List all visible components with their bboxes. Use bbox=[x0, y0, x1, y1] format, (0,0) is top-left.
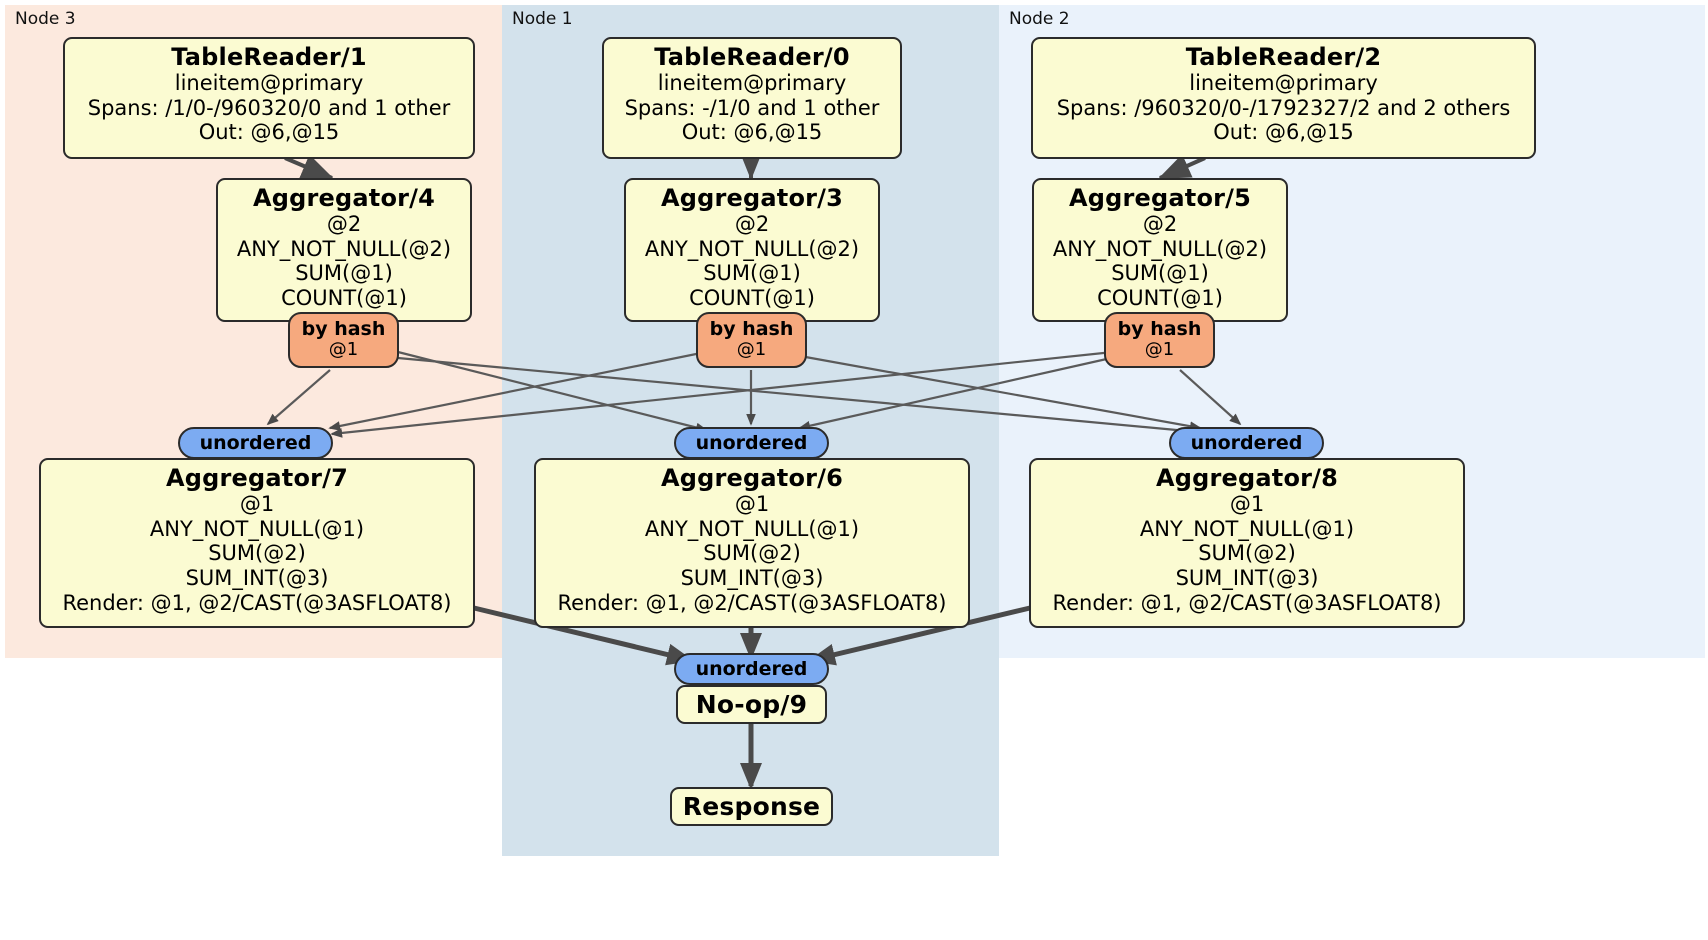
box-line: ANY_NOT_NULL(@2) bbox=[1052, 236, 1268, 261]
badge-hash-router-center[interactable]: by hash @1 bbox=[696, 312, 807, 368]
box-line: @2 bbox=[1142, 211, 1178, 236]
box-line: SUM_INT(@3) bbox=[680, 566, 824, 591]
box-line: SUM(@1) bbox=[1111, 261, 1209, 286]
box-title: Aggregator/7 bbox=[165, 464, 349, 492]
badge-detail: @1 bbox=[1144, 339, 1175, 361]
box-aggregator-7[interactable]: Aggregator/7 @1 ANY_NOT_NULL(@1) SUM(@2)… bbox=[39, 458, 475, 628]
box-line: COUNT(@1) bbox=[281, 286, 407, 311]
box-aggregator-8[interactable]: Aggregator/8 @1 ANY_NOT_NULL(@1) SUM(@2)… bbox=[1029, 458, 1465, 628]
box-noop-9[interactable]: No-op/9 bbox=[676, 685, 827, 724]
badge-label: by hash bbox=[709, 318, 794, 341]
badge-detail: @1 bbox=[328, 339, 359, 361]
badge-unordered-final[interactable]: unordered bbox=[674, 653, 829, 685]
badge-label: unordered bbox=[1190, 431, 1303, 454]
badge-label: unordered bbox=[199, 431, 312, 454]
box-tablereader-2[interactable]: TableReader/2 lineitem@primary Spans: /9… bbox=[1031, 37, 1536, 159]
box-aggregator-4[interactable]: Aggregator/4 @2 ANY_NOT_NULL(@2) SUM(@1)… bbox=[216, 178, 472, 322]
box-line: ANY_NOT_NULL(@1) bbox=[1139, 516, 1355, 541]
box-line: lineitem@primary bbox=[657, 70, 847, 95]
box-line: Out: @6,@15 bbox=[1213, 120, 1354, 145]
box-line: Spans: /960320/0-/1792327/2 and 2 others bbox=[1056, 95, 1511, 120]
box-line: SUM(@2) bbox=[208, 541, 306, 566]
box-title: Aggregator/8 bbox=[1155, 464, 1339, 492]
badge-label: by hash bbox=[301, 318, 386, 341]
box-aggregator-6[interactable]: Aggregator/6 @1 ANY_NOT_NULL(@1) SUM(@2)… bbox=[534, 458, 970, 628]
badge-label: by hash bbox=[1117, 318, 1202, 341]
box-aggregator-3[interactable]: Aggregator/3 @2 ANY_NOT_NULL(@2) SUM(@1)… bbox=[624, 178, 880, 322]
box-line: ANY_NOT_NULL(@1) bbox=[149, 516, 365, 541]
box-line: @1 bbox=[1229, 491, 1265, 516]
box-line: COUNT(@1) bbox=[689, 286, 815, 311]
box-line: lineitem@primary bbox=[174, 70, 364, 95]
box-line: @1 bbox=[734, 491, 770, 516]
node-panel-label-node2: Node 2 bbox=[1009, 9, 1070, 29]
box-line: ANY_NOT_NULL(@2) bbox=[236, 236, 452, 261]
badge-detail: @1 bbox=[736, 339, 767, 361]
box-line: ANY_NOT_NULL(@1) bbox=[644, 516, 860, 541]
box-aggregator-5[interactable]: Aggregator/5 @2 ANY_NOT_NULL(@2) SUM(@1)… bbox=[1032, 178, 1288, 322]
box-line: SUM(@1) bbox=[295, 261, 393, 286]
box-line: Render: @1, @2/CAST(@3ASFLOAT8) bbox=[62, 590, 452, 615]
box-line: COUNT(@1) bbox=[1097, 286, 1223, 311]
box-line: SUM(@2) bbox=[703, 541, 801, 566]
box-line: ANY_NOT_NULL(@2) bbox=[644, 236, 860, 261]
box-line: Render: @1, @2/CAST(@3ASFLOAT8) bbox=[557, 590, 947, 615]
box-line: SUM(@1) bbox=[703, 261, 801, 286]
badge-unordered-right[interactable]: unordered bbox=[1169, 427, 1324, 459]
badge-unordered-center[interactable]: unordered bbox=[674, 427, 829, 459]
box-line: Out: @6,@15 bbox=[681, 120, 823, 145]
badge-label: unordered bbox=[695, 657, 808, 680]
box-line: @2 bbox=[326, 211, 362, 236]
node-panel-label-node1: Node 1 bbox=[512, 9, 573, 29]
box-line: SUM_INT(@3) bbox=[1175, 566, 1319, 591]
box-tablereader-0[interactable]: TableReader/0 lineitem@primary Spans: -/… bbox=[602, 37, 902, 159]
badge-hash-router-right[interactable]: by hash @1 bbox=[1104, 312, 1215, 368]
box-title: TableReader/2 bbox=[1185, 43, 1382, 71]
node-panel-label-node3: Node 3 bbox=[15, 9, 76, 29]
box-title: Aggregator/3 bbox=[660, 184, 844, 212]
box-line: SUM_INT(@3) bbox=[185, 566, 329, 591]
box-line: Spans: -/1/0 and 1 other bbox=[624, 95, 880, 120]
box-tablereader-1[interactable]: TableReader/1 lineitem@primary Spans: /1… bbox=[63, 37, 475, 159]
box-title: Aggregator/4 bbox=[252, 184, 436, 212]
box-title: Response bbox=[682, 791, 821, 821]
box-line: Out: @6,@15 bbox=[198, 120, 340, 145]
box-line: @2 bbox=[734, 211, 770, 236]
box-title: TableReader/1 bbox=[171, 43, 367, 71]
badge-label: unordered bbox=[695, 431, 808, 454]
badge-hash-router-left[interactable]: by hash @1 bbox=[288, 312, 399, 368]
box-title: Aggregator/6 bbox=[660, 464, 844, 492]
box-response[interactable]: Response bbox=[670, 787, 833, 826]
box-line: @1 bbox=[239, 491, 275, 516]
box-title: No-op/9 bbox=[695, 689, 808, 719]
box-line: Spans: /1/0-/960320/0 and 1 other bbox=[87, 95, 451, 120]
box-line: Render: @1, @2/CAST(@3ASFLOAT8) bbox=[1052, 590, 1442, 615]
box-line: SUM(@2) bbox=[1198, 541, 1296, 566]
box-title: TableReader/0 bbox=[654, 43, 850, 71]
box-title: Aggregator/5 bbox=[1068, 184, 1252, 212]
badge-unordered-left[interactable]: unordered bbox=[178, 427, 333, 459]
box-line: lineitem@primary bbox=[1189, 70, 1378, 95]
